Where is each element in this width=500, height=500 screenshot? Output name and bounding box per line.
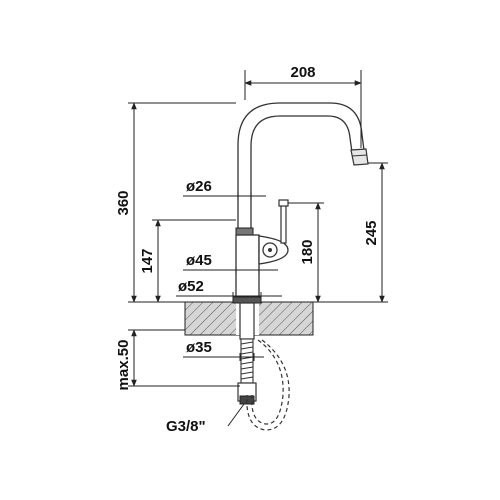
spout-diameter-label: ø26 [186, 178, 212, 195]
total-height-label: 360 [115, 190, 132, 215]
connection-thread-label: G3/8" [166, 418, 206, 435]
dimension-labels: 208 360 147 max.50 245 180 ø26 ø45 ø52 ø… [115, 64, 380, 435]
extension-lines [128, 70, 388, 387]
dimension-lines [131, 80, 385, 427]
base-diameter-label: ø52 [178, 278, 204, 295]
reach-label: 208 [290, 64, 315, 81]
body-height-label: 147 [139, 248, 156, 273]
mounting-depth-label: max.50 [115, 340, 132, 391]
body-diameter-label: ø45 [186, 252, 212, 269]
spout-height-label: 245 [363, 220, 380, 245]
lever-height-label: 180 [299, 239, 316, 264]
hole-diameter-label: ø35 [186, 339, 212, 356]
faucet-body [232, 102, 369, 431]
